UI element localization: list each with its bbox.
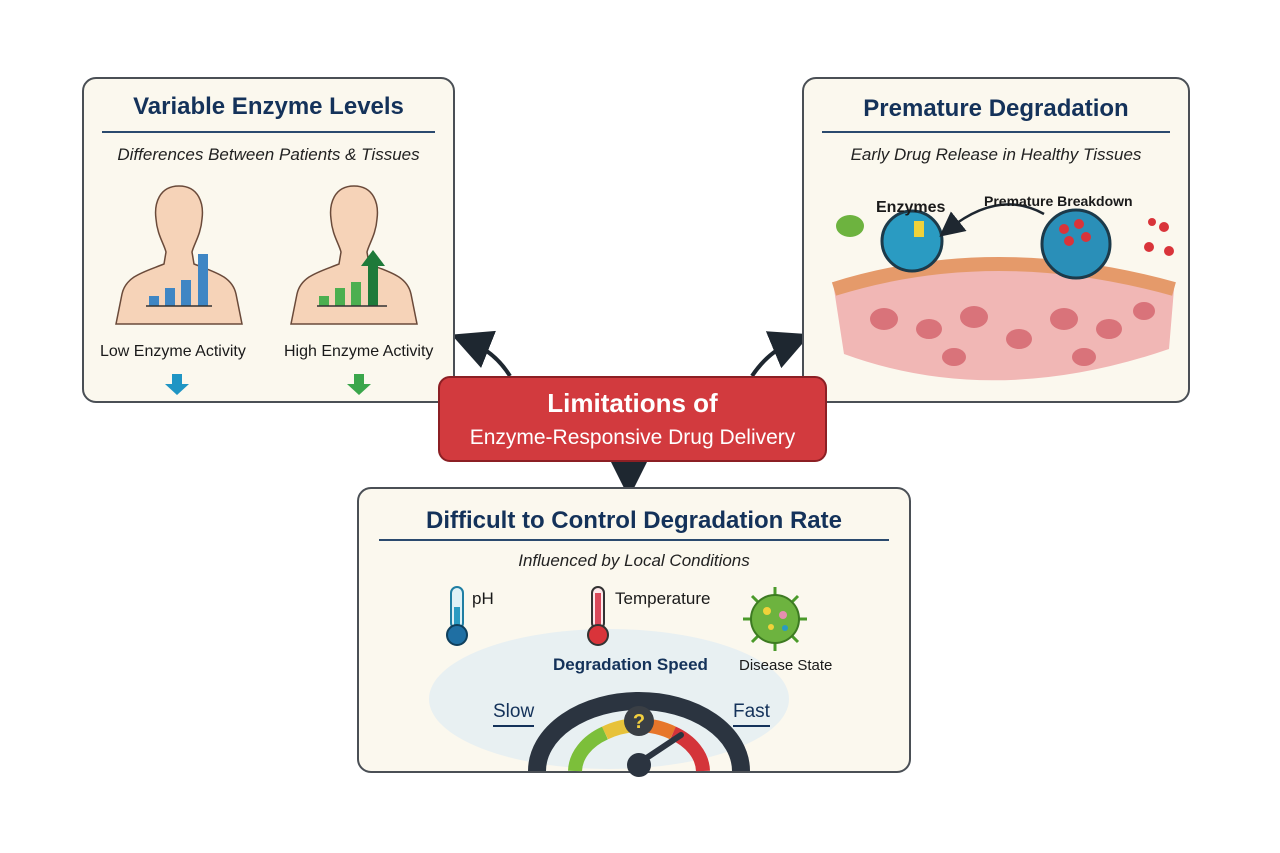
premature-breakdown-label: Premature Breakdown	[984, 193, 1133, 209]
divider	[102, 131, 435, 133]
nanoparticle-intact-icon	[880, 209, 944, 273]
bar-chart-low	[146, 254, 212, 307]
arrow-to-variable-levels	[451, 330, 512, 378]
factor-temperature-label: Temperature	[615, 589, 711, 608]
down-arrow-blue-icon	[165, 374, 189, 395]
high-activity-label: High Enzyme Activity	[284, 343, 434, 360]
central-title-line1: Limitations of	[547, 388, 718, 418]
nanoparticle-broken-icon	[1040, 208, 1112, 280]
panel-subtitle: Influenced by Local Conditions	[518, 551, 750, 570]
gauge-slow-label: Slow	[493, 701, 535, 727]
factor-disease-state-label: Disease State	[739, 657, 833, 674]
human-torso-low-icon	[115, 185, 243, 325]
panel-subtitle: Differences Between Patients & Tissues	[117, 145, 420, 164]
virus-disease-icon	[743, 587, 807, 651]
low-activity-label: Low Enzyme Activity	[100, 343, 246, 360]
human-torso-high-icon	[290, 185, 418, 325]
down-arrow-green-icon	[347, 374, 371, 395]
panel-subtitle: Early Drug Release in Healthy Tissues	[850, 145, 1142, 164]
panel-premature-degradation: Premature Degradation Early Drug Release…	[802, 77, 1190, 403]
thermometer-ph-icon	[446, 586, 468, 646]
divider	[379, 539, 889, 541]
gauge-title: Degradation Speed	[553, 655, 708, 674]
panel-title: Premature Degradation	[863, 95, 1129, 122]
gauge-question-mark: ?	[633, 711, 645, 733]
arrow-to-premature	[750, 331, 811, 378]
panel-variable-enzyme-levels: Variable Enzyme Levels Differences Betwe…	[82, 77, 455, 403]
central-topic-box: Limitations of Enzyme-Responsive Drug De…	[438, 376, 827, 462]
bar-chart-high	[317, 250, 387, 307]
factor-ph-label: pH	[472, 589, 494, 608]
enzymes-label: Enzymes	[876, 199, 946, 216]
enzyme-blob-icon	[836, 215, 864, 237]
speed-gauge: ?	[528, 692, 750, 777]
tissue-illustration	[831, 203, 1176, 381]
panel-title: Difficult to Control Degradation Rate	[426, 507, 842, 534]
gauge-fast-label: Fast	[733, 701, 770, 727]
central-title-line2: Enzyme-Responsive Drug Delivery	[469, 426, 796, 449]
divider	[822, 131, 1170, 133]
panel-degradation-rate: Difficult to Control Degradation Rate In…	[357, 487, 911, 777]
panel-title: Variable Enzyme Levels	[133, 93, 404, 120]
thermometer-temperature-icon	[587, 586, 609, 646]
